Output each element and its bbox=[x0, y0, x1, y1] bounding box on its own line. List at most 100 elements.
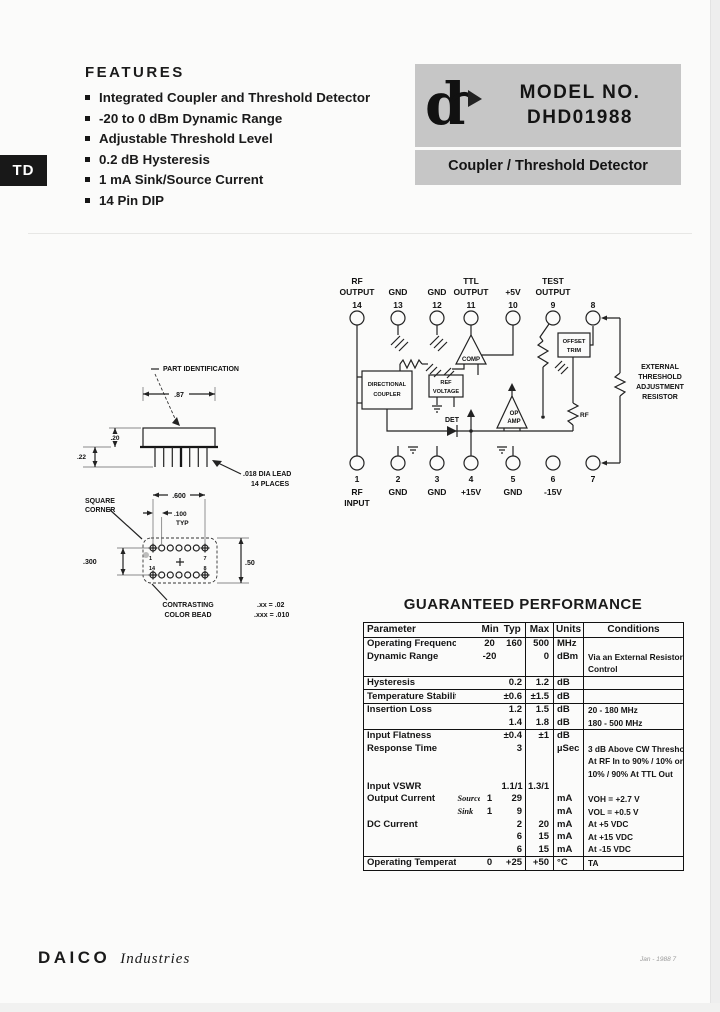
pin-number: 12 bbox=[432, 300, 442, 310]
ground-icon bbox=[397, 446, 418, 456]
company-name-suffix: Industries bbox=[120, 951, 191, 967]
bullet-icon bbox=[85, 95, 90, 100]
arrow-icon bbox=[601, 315, 607, 321]
block-label: COMP bbox=[462, 357, 480, 363]
pin-label: OUTPUT bbox=[454, 287, 490, 297]
model-box: d MODEL NO. DHD01988 Coupler / Threshold… bbox=[415, 64, 681, 185]
arrow-icon bbox=[92, 447, 98, 453]
pin-label: GND bbox=[428, 287, 447, 297]
junction-dot bbox=[541, 415, 545, 419]
section-divider bbox=[28, 233, 692, 234]
arrow-icon bbox=[120, 569, 126, 575]
schematic-bottom-pin-circles bbox=[349, 455, 601, 471]
list-item: Integrated Coupler and Threshold Detecto… bbox=[85, 91, 415, 104]
resistor-symbol bbox=[566, 402, 580, 426]
square-corner-label: CORNER bbox=[85, 507, 115, 514]
leader-line bbox=[154, 373, 178, 424]
package-bottom-view: SQUARE CORNER 1 7 14 8 .600 .100 TYP bbox=[83, 492, 289, 619]
pin-number: 14 bbox=[149, 566, 156, 572]
block-label: DET bbox=[445, 417, 460, 424]
bullet-icon bbox=[85, 115, 90, 121]
pin-number: 4 bbox=[469, 474, 474, 484]
list-item: 1 mA Sink/Source Current bbox=[85, 173, 415, 186]
pin-label: TEST bbox=[542, 276, 565, 286]
pin-label: RF bbox=[351, 487, 362, 497]
pin-label: RF bbox=[351, 276, 362, 286]
model-box-top: d MODEL NO. DHD01988 bbox=[415, 64, 681, 150]
table-row: Control bbox=[364, 663, 684, 677]
ground-icon bbox=[497, 446, 514, 456]
performance-table: Parameter Min Typ Max Units Conditions O… bbox=[363, 622, 685, 871]
feature-text: Adjustable Threshold Level bbox=[99, 131, 273, 146]
model-number: DHD01988 bbox=[527, 106, 633, 128]
arrow-icon bbox=[162, 510, 168, 516]
pin-number: 5 bbox=[511, 474, 516, 484]
block-label: AMP bbox=[507, 419, 520, 425]
pin-number: 10 bbox=[508, 300, 518, 310]
pin-number: 7 bbox=[203, 556, 206, 562]
tolerance-note: .xx = .02 bbox=[257, 602, 285, 609]
external-threshold-note: EXTERNAL THRESHOLD ADJUSTMENT RESISTOR bbox=[636, 364, 685, 401]
color-bead-mark bbox=[143, 552, 149, 558]
junction-dot bbox=[469, 429, 473, 433]
center-cross bbox=[176, 558, 184, 566]
offset-trim-block: OFFSET TRIM bbox=[557, 332, 591, 358]
pin-number: 9 bbox=[551, 300, 556, 310]
col-header: Parameter bbox=[363, 622, 480, 638]
pin-label: +15V bbox=[461, 487, 481, 497]
list-item: 14 Pin DIP bbox=[85, 193, 415, 207]
table-row: 10% / 90% At TTL Out bbox=[364, 767, 684, 781]
package-outline bbox=[142, 537, 218, 584]
dim-label: .100 bbox=[174, 511, 187, 518]
ground-icon bbox=[390, 335, 409, 352]
logo-arrow-head bbox=[468, 90, 482, 107]
feature-text: 0.2 dB Hysteresis bbox=[99, 151, 210, 167]
performance-title: GUARANTEED PERFORMANCE bbox=[403, 596, 643, 613]
schematic-diagram: RF OUTPUT GND GND TTL OUTPUT +5V TEST OU… bbox=[330, 265, 720, 525]
package-body bbox=[142, 427, 216, 448]
dim-label: .87 bbox=[174, 392, 184, 399]
block-label: COUPLER bbox=[373, 392, 400, 398]
daico-logo-icon: d bbox=[423, 70, 487, 139]
features-list: Integrated Coupler and Threshold Detecto… bbox=[85, 91, 415, 207]
arrow-icon bbox=[153, 492, 159, 498]
tolerance-note: .xxx = .010 bbox=[254, 612, 289, 619]
col-header: Units bbox=[553, 622, 585, 638]
pin-number: 2 bbox=[396, 474, 401, 484]
col-header: Typ bbox=[499, 622, 527, 638]
arrow-icon bbox=[238, 577, 244, 583]
scan-edge-bottom bbox=[0, 1003, 720, 1012]
arrow-icon bbox=[147, 510, 153, 516]
table-header-row: Parameter Min Typ Max Units Conditions bbox=[363, 622, 684, 638]
scan-edge-right bbox=[710, 0, 720, 1012]
logo-letter: d bbox=[425, 72, 466, 134]
doc-reference: Jan - 1988 7 bbox=[640, 956, 677, 963]
pin-label: OUTPUT bbox=[536, 287, 572, 297]
leader-line bbox=[108, 508, 143, 540]
resistor-symbol bbox=[613, 372, 627, 397]
bullet-icon bbox=[85, 156, 90, 162]
leader-line bbox=[151, 583, 168, 601]
schematic-top-pin-labels: RF OUTPUT GND GND TTL OUTPUT +5V TEST OU… bbox=[340, 276, 596, 310]
bullet-icon bbox=[85, 177, 90, 182]
package-leads bbox=[154, 447, 208, 467]
block-label: VOLTAGE bbox=[433, 389, 459, 395]
arrow-icon bbox=[172, 417, 180, 426]
arrow-icon bbox=[120, 548, 126, 554]
pin-label: GND bbox=[389, 287, 408, 297]
pin-number: 1 bbox=[355, 474, 360, 484]
package-side-view: PART IDENTIFICATION .87 .20 .22 .018 DIA… bbox=[77, 366, 291, 488]
note-line: RESISTOR bbox=[642, 394, 678, 401]
note-line: EXTERNAL bbox=[641, 364, 679, 371]
arrow-icon bbox=[601, 460, 607, 466]
section-tab: TD bbox=[0, 155, 47, 186]
pin-label: GND bbox=[428, 487, 447, 497]
arrow-icon bbox=[212, 460, 222, 467]
pin-number: 1 bbox=[149, 556, 152, 562]
